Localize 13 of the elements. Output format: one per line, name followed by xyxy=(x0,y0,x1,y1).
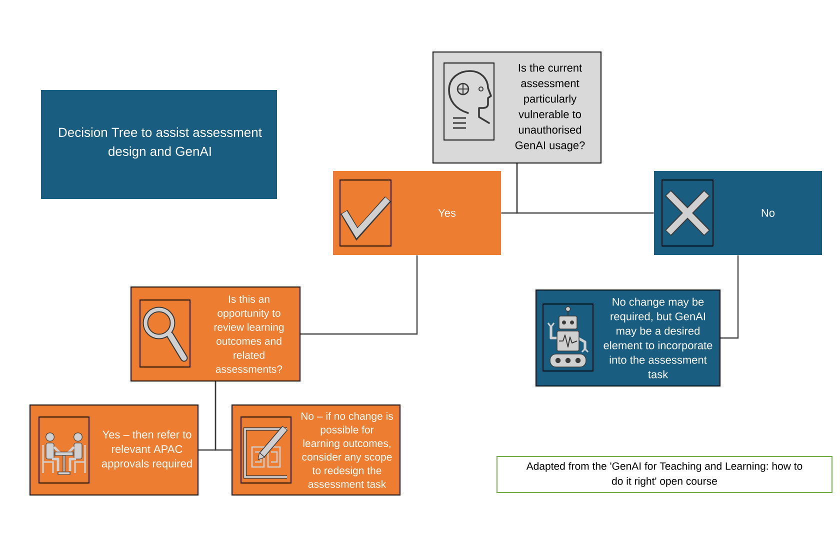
connector-line xyxy=(300,255,418,335)
connector-line xyxy=(720,255,739,339)
option-box: No xyxy=(654,171,822,255)
question-box: Is this an opportunity to review learning outcomes and related assessments? xyxy=(130,286,300,382)
outcome-box: No – if no change is possible for learning outcomes, consider any scope to redesign the assessment task xyxy=(232,404,400,496)
connector-line xyxy=(516,164,654,214)
question-box: Is the current assessment particularly vulnerable to unauthorised GenAI usage? xyxy=(432,52,602,164)
title-box: Decision Tree to assist assessment design and GenAI xyxy=(41,90,277,199)
outcome-box: No change may be required, but GenAI may be a desired element to incorporate into the assessment task xyxy=(536,290,720,386)
outcome-box: Yes – then refer to relevant APAC approvals required xyxy=(30,404,198,496)
caption-box: Adapted from the 'GenAI for Teaching and Learning: how to do it right' open course xyxy=(496,456,832,493)
option-box: Yes xyxy=(333,171,501,255)
connector-line xyxy=(214,382,232,451)
